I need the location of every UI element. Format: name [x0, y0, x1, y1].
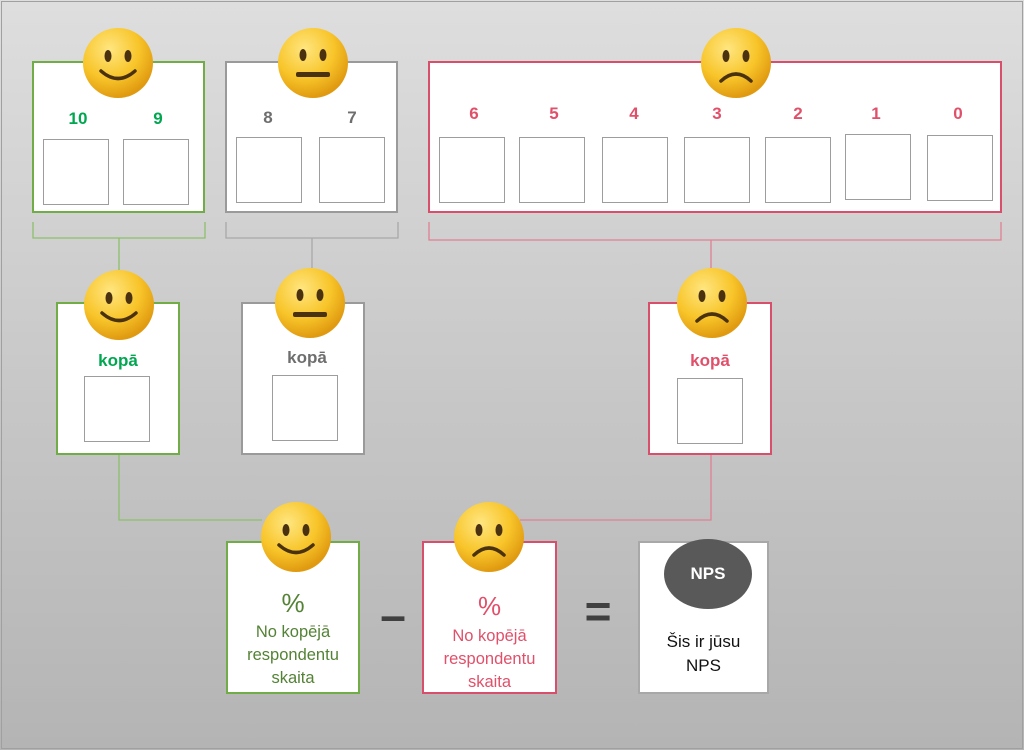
frowning-face-icon [452, 500, 526, 574]
description-line: skaita [467, 673, 512, 691]
description-line: No kopējā [255, 623, 331, 641]
score-label: 7 [347, 108, 357, 127]
percent-symbol: % [281, 588, 305, 618]
description-line: No kopējā [452, 627, 527, 645]
score-label: 5 [549, 104, 559, 123]
score-label: 8 [263, 108, 273, 127]
equals-operator: = [584, 585, 612, 637]
passives-total-field[interactable] [272, 375, 338, 441]
percent-description: No kopējā respondentu skaita [226, 621, 360, 690]
frowning-face-icon [699, 26, 773, 100]
total-label: kopā [287, 348, 327, 367]
score-label: 9 [153, 109, 163, 128]
percent-description: No kopējā respondentu skaita [422, 625, 557, 694]
score-count-field[interactable] [684, 137, 750, 203]
detractors-total-field[interactable] [677, 378, 743, 444]
score-count-field[interactable] [602, 137, 668, 203]
neutral-face-icon [276, 26, 350, 100]
score-count-field[interactable] [319, 137, 385, 203]
score-count-field[interactable] [236, 137, 302, 203]
score-label: 0 [953, 104, 963, 123]
score-count-field[interactable] [439, 137, 505, 203]
nps-badge: NPS [664, 539, 752, 609]
score-label: 3 [712, 104, 722, 123]
score-label: 4 [629, 104, 639, 123]
description-line: respondentu [443, 650, 536, 668]
minus-operator: – [380, 589, 406, 641]
score-label: 2 [793, 104, 803, 123]
description-line: respondentu [247, 646, 339, 664]
score-label: 1 [871, 104, 881, 123]
total-label: kopā [690, 351, 730, 370]
smiling-face-icon [259, 500, 333, 574]
frowning-face-icon [675, 266, 749, 340]
score-count-field[interactable] [519, 137, 585, 203]
percent-symbol: % [477, 591, 502, 621]
total-label: kopā [98, 351, 138, 370]
neutral-face-icon [273, 266, 347, 340]
score-count-field[interactable] [765, 137, 831, 203]
description-line: skaita [271, 669, 315, 687]
description-line: Šis ir jūsu [666, 632, 741, 651]
smiling-face-icon [81, 26, 155, 100]
promoters-total-field[interactable] [84, 376, 150, 442]
nps-description: Šis ir jūsu NPS [638, 630, 769, 678]
score-count-field[interactable] [123, 139, 189, 205]
score-count-field[interactable] [43, 139, 109, 205]
smiling-face-icon [82, 268, 156, 342]
description-line: NPS [686, 656, 721, 675]
score-label: 6 [469, 104, 479, 123]
score-label: 10 [68, 109, 88, 128]
score-count-field[interactable] [927, 135, 993, 201]
score-count-field[interactable] [845, 134, 911, 200]
